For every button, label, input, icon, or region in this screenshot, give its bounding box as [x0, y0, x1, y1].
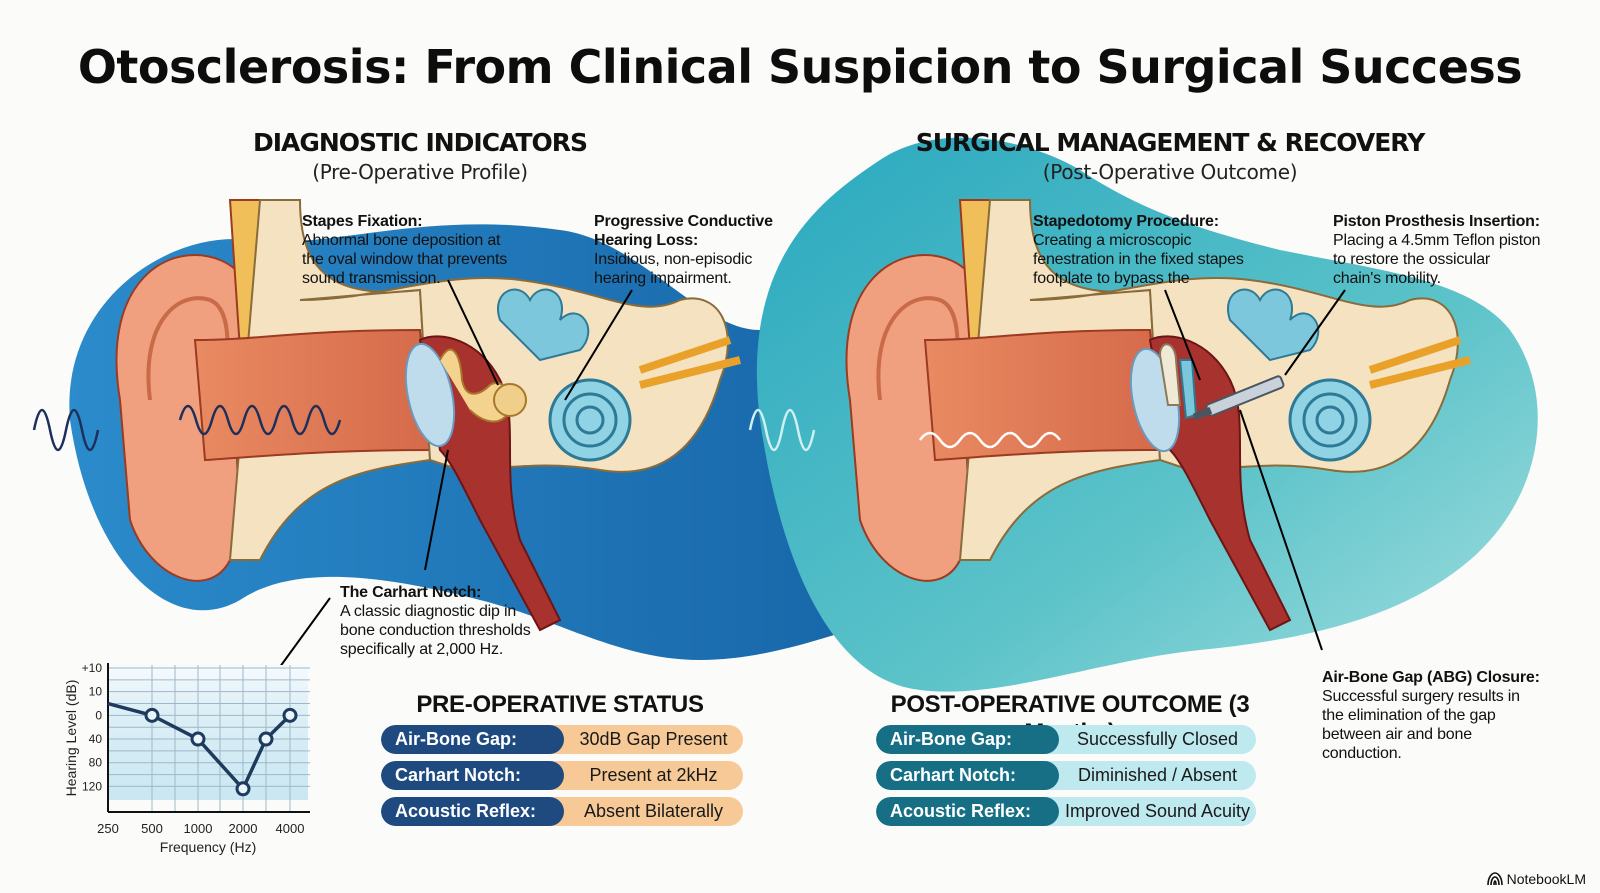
status-value: Successfully Closed — [1043, 725, 1256, 754]
callout-heading: Stapedotomy Procedure: — [1033, 213, 1219, 230]
right-ear-anatomy-illustration — [748, 199, 1471, 651]
post-status-row-air-bone-gap: Air-Bone Gap: Successfully Closed — [876, 725, 1256, 754]
x-tick-label: 250 — [97, 821, 119, 836]
pre-status-row-acoustic-reflex: Acoustic Reflex: Absent Bilaterally — [381, 797, 743, 826]
callout-heading: Piston Prosthesis Insertion: — [1333, 213, 1540, 230]
y-tick-label: 0 — [95, 708, 102, 722]
x-tick-label: 500 — [141, 821, 163, 836]
callout-progressive-hearing-loss: Progressive Conductive Hearing Loss: Ins… — [594, 212, 794, 288]
data-point — [282, 707, 298, 723]
callout-carhart-notch: The Carhart Notch: A classic diagnostic … — [340, 583, 560, 659]
chart-grid — [108, 665, 310, 812]
data-point — [190, 731, 206, 747]
left-section-heading: DIAGNOSTIC INDICATORS — [252, 128, 588, 157]
post-status-row-carhart-notch: Carhart Notch: Diminished / Absent — [876, 761, 1256, 790]
y-tick-labels: +10 10 0 40 80 120 — [82, 661, 103, 793]
y-tick-label: 40 — [89, 732, 103, 746]
audiogram-chart: +10 10 0 40 80 120 250 500 1000 2000 4000 Hearing… — [63, 661, 310, 855]
callout-abg-closure: Air-Bone Gap (ABG) Closure: Successful s… — [1322, 668, 1562, 763]
callout-body-line: hearing impairment. — [594, 270, 732, 287]
callout-body-line: footplate to bypass the — [1033, 270, 1190, 287]
left-section-subheading: (Pre-Operative Profile) — [312, 160, 528, 184]
pre-operative-status-title: PRE-OPERATIVE STATUS — [416, 691, 704, 718]
callout-body-line: Insidious, non-episodic — [594, 251, 753, 268]
callout-body-line: Successful surgery results in — [1322, 688, 1520, 705]
y-tick-label: 80 — [89, 756, 103, 770]
callout-stapedotomy: Stapedotomy Procedure: Creating a micros… — [1033, 212, 1263, 288]
callout-body-line: to restore the ossicular — [1333, 251, 1491, 268]
post-status-row-acoustic-reflex: Acoustic Reflex: Improved Sound Acuity — [876, 797, 1256, 826]
callout-body-line: the elimination of the gap — [1322, 707, 1496, 724]
x-axis-label: Frequency (Hz) — [160, 839, 256, 855]
status-label: Carhart Notch: — [381, 761, 564, 790]
pre-status-row-carhart-notch: Carhart Notch: Present at 2kHz — [381, 761, 743, 790]
callout-body-line: specifically at 2,000 Hz. — [340, 641, 504, 658]
callout-body-line: conduction. — [1322, 745, 1402, 762]
pre-status-row-air-bone-gap: Air-Bone Gap: 30dB Gap Present — [381, 725, 743, 754]
x-tick-labels: 250 500 1000 2000 4000 — [97, 821, 304, 836]
x-tick-label: 2000 — [229, 821, 258, 836]
right-section-heading: SURGICAL MANAGEMENT & RECOVERY — [915, 128, 1426, 157]
callout-heading: Progressive Conductive — [594, 213, 773, 230]
chart-plot-area — [108, 665, 308, 800]
data-point — [144, 707, 160, 723]
status-value: Absent Bilaterally — [548, 797, 743, 826]
callout-body-line: Creating a microscopic — [1033, 232, 1192, 249]
chart-series — [107, 701, 298, 797]
main-title: Otosclerosis: From Clinical Suspicion to… — [77, 40, 1523, 94]
brand-label: NotebookLM — [1506, 871, 1586, 887]
status-label: Air-Bone Gap: — [381, 725, 564, 754]
callout-body-line: bone conduction thresholds — [340, 622, 531, 639]
callout-heading-line-2: Hearing Loss: — [594, 232, 699, 249]
status-label: Air-Bone Gap: — [876, 725, 1059, 754]
callout-body-line: chain's mobility. — [1333, 270, 1441, 287]
callout-body-line: fenestration in the fixed stapes — [1033, 251, 1244, 268]
notebooklm-logo-icon — [1486, 872, 1503, 886]
callout-stapes-fixation: Stapes Fixation: Abnormal bone depositio… — [302, 212, 542, 288]
data-point — [258, 731, 274, 747]
callout-heading: Stapes Fixation: — [302, 213, 423, 230]
status-label: Acoustic Reflex: — [876, 797, 1059, 826]
callout-body-line: Abnormal bone deposition at — [302, 232, 501, 249]
callout-heading: The Carhart Notch: — [340, 584, 482, 601]
callout-piston-prosthesis: Piston Prosthesis Insertion: Placing a 4… — [1333, 212, 1573, 288]
status-label: Carhart Notch: — [876, 761, 1059, 790]
status-value: Improved Sound Acuity — [1043, 797, 1256, 826]
callout-body-line: the oval window that prevents — [302, 251, 507, 268]
status-label: Acoustic Reflex: — [381, 797, 564, 826]
y-tick-label: 120 — [82, 779, 102, 793]
callout-body-line: A classic diagnostic dip in — [340, 603, 517, 620]
callout-body-line: Placing a 4.5mm Teflon piston — [1333, 232, 1541, 249]
y-tick-label: +10 — [82, 661, 103, 675]
status-value: Diminished / Absent — [1043, 761, 1256, 790]
status-value: 30dB Gap Present — [548, 725, 743, 754]
callout-body-line: between air and bone — [1322, 726, 1472, 743]
piston-prosthesis — [1192, 375, 1285, 421]
status-value: Present at 2kHz — [548, 761, 743, 790]
callout-heading: Air-Bone Gap (ABG) Closure: — [1322, 669, 1540, 686]
brand-watermark: NotebookLM — [1486, 871, 1586, 887]
x-tick-label: 1000 — [184, 821, 213, 836]
y-axis-label: Hearing Level (dB) — [63, 680, 79, 797]
y-tick-label: 10 — [89, 685, 103, 699]
x-tick-label: 4000 — [276, 821, 305, 836]
callout-body-line: sound transmission. — [302, 270, 441, 287]
data-point — [235, 781, 251, 797]
left-ear-anatomy-illustration — [32, 199, 741, 740]
right-section-subheading: (Post-Operative Outcome) — [1042, 160, 1298, 184]
